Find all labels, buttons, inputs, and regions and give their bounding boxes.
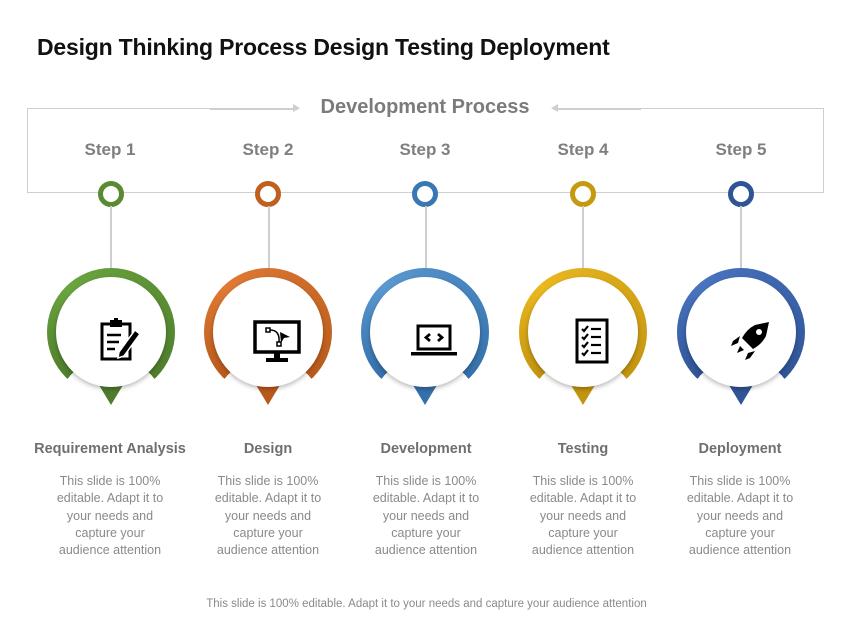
step-badge bbox=[677, 268, 805, 408]
frame-gap bbox=[210, 100, 640, 118]
monitor-bezier-icon bbox=[253, 320, 301, 362]
arrow-left-icon bbox=[551, 105, 641, 111]
pointer-triangle-icon bbox=[256, 385, 280, 405]
node-ring-icon bbox=[570, 181, 596, 207]
node-ring-icon bbox=[728, 181, 754, 207]
connector-line bbox=[110, 206, 112, 268]
pointer-triangle-icon bbox=[413, 385, 437, 405]
badge-inner bbox=[370, 277, 480, 387]
step-title: Testing bbox=[557, 441, 609, 457]
connector-line bbox=[425, 206, 427, 268]
rocket-icon bbox=[731, 322, 769, 360]
checklist-icon bbox=[575, 318, 609, 364]
step-description: This slide is 100% editable. Adapt it to… bbox=[529, 474, 637, 558]
node-ring-icon bbox=[412, 181, 438, 207]
pointer-triangle-icon bbox=[571, 385, 595, 405]
connector-line bbox=[268, 206, 270, 268]
step-badge bbox=[519, 268, 647, 408]
badge-inner bbox=[686, 277, 796, 387]
step-description: This slide is 100% editable. Adapt it to… bbox=[686, 474, 794, 558]
laptop-code-icon bbox=[411, 324, 457, 356]
step-label: Step 3 bbox=[399, 140, 451, 159]
step-label: Step 4 bbox=[557, 140, 609, 159]
slide-title: Design Thinking Process Design Testing D… bbox=[37, 34, 610, 60]
arrow-right-icon bbox=[210, 105, 300, 111]
step-label: Step 5 bbox=[715, 140, 767, 159]
step-title: Development bbox=[380, 441, 472, 457]
step-title: Design bbox=[243, 441, 293, 457]
badge-inner bbox=[528, 277, 638, 387]
node-ring-icon bbox=[98, 181, 124, 207]
step-badge bbox=[47, 268, 175, 408]
connector-line bbox=[740, 206, 742, 268]
step-title: Deployment bbox=[698, 441, 782, 457]
clipboard-edit-icon bbox=[100, 318, 142, 361]
connector-line bbox=[582, 206, 584, 268]
process-label: Development Process bbox=[320, 96, 530, 118]
step-description: This slide is 100% editable. Adapt it to… bbox=[372, 474, 480, 558]
badge-inner bbox=[56, 277, 166, 387]
pointer-triangle-icon bbox=[99, 385, 123, 405]
node-ring-icon bbox=[255, 181, 281, 207]
badge-inner bbox=[213, 277, 323, 387]
step-badge bbox=[204, 268, 332, 408]
step-title: Requirement Analysis bbox=[34, 441, 186, 457]
step-description: This slide is 100% editable. Adapt it to… bbox=[56, 474, 164, 558]
step-label: Step 2 bbox=[242, 140, 294, 159]
step-badge bbox=[361, 268, 489, 408]
footer-note: This slide is 100% editable. Adapt it to… bbox=[206, 598, 647, 610]
step-label: Step 1 bbox=[84, 140, 136, 159]
step-description: This slide is 100% editable. Adapt it to… bbox=[214, 474, 322, 558]
pointer-triangle-icon bbox=[729, 385, 753, 405]
